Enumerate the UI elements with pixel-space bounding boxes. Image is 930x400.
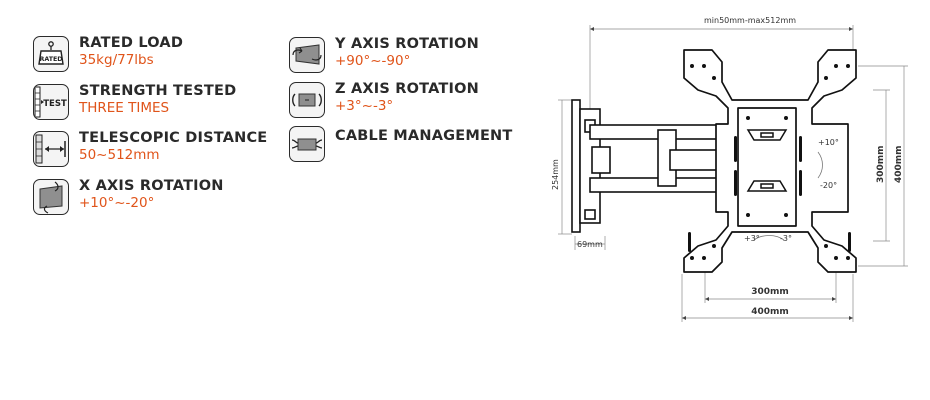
x-rotation-icon bbox=[33, 179, 69, 215]
vesa-plate bbox=[683, 49, 857, 273]
dimension-ticks bbox=[590, 27, 853, 320]
spec-strength-tested: TEST STRENGTH TESTED THREE TIMES bbox=[33, 83, 237, 120]
extension-dimension: min50mm-max512mm bbox=[704, 16, 796, 25]
tilt-brackets bbox=[746, 129, 788, 192]
spec-y-axis-rotation: Y AXIS ROTATION +90°~-90° bbox=[289, 36, 479, 73]
level-plus-label: +3° bbox=[744, 234, 760, 243]
telescopic-icon bbox=[33, 131, 69, 167]
strength-tested-label: STRENGTH TESTED bbox=[79, 83, 237, 99]
y-axis-rotation-value: +90°~-90° bbox=[335, 53, 411, 69]
telescopic-distance-value: 50~512mm bbox=[79, 147, 160, 163]
rated-load-icon: RATED bbox=[33, 36, 69, 72]
rated-load-label: RATED LOAD bbox=[79, 35, 184, 51]
vesa-v-outer-dimension: 400mm bbox=[894, 145, 904, 183]
spec-cable-management: CABLE MANAGEMENT bbox=[289, 126, 512, 162]
vesa-slots bbox=[688, 136, 851, 252]
wall-plate-height-dimension: 254mm bbox=[551, 159, 560, 190]
x-axis-rotation-value: +10°~-20° bbox=[79, 195, 155, 211]
spec-x-axis-rotation: X AXIS ROTATION +10°~-20° bbox=[33, 178, 224, 215]
y-axis-rotation-label: Y AXIS ROTATION bbox=[335, 36, 479, 52]
strength-tested-value: THREE TIMES bbox=[79, 100, 170, 116]
cable-management-icon bbox=[289, 126, 325, 162]
spec-z-axis-rotation: Z AXIS ROTATION +3°~-3° bbox=[289, 81, 479, 118]
z-axis-rotation-value: +3°~-3° bbox=[335, 98, 394, 114]
z-rotation-icon bbox=[289, 82, 325, 118]
vesa-h-outer-dimension: 400mm bbox=[751, 307, 789, 317]
test-icon: TEST bbox=[33, 84, 69, 120]
z-axis-rotation-label: Z AXIS ROTATION bbox=[335, 81, 479, 97]
vesa-v-inner-dimension: 300mm bbox=[876, 145, 886, 183]
vesa-h-inner-dimension: 300mm bbox=[751, 287, 789, 297]
rated-load-value: 35kg/77lbs bbox=[79, 52, 154, 68]
y-rotation-icon bbox=[289, 37, 325, 73]
wall-plate-width-dimension: 69mm bbox=[577, 240, 603, 249]
spec-rated-load: RATED RATED LOAD 35kg/77lbs bbox=[33, 35, 184, 72]
cable-management-label: CABLE MANAGEMENT bbox=[335, 128, 513, 144]
level-minus-label: -3° bbox=[780, 234, 792, 243]
mount-technical-drawing: min50mm-max512mm 254mm 69mm 300mm 400mm … bbox=[551, 16, 908, 322]
rotation-arcs bbox=[753, 151, 823, 241]
tilt-up-label: +10° bbox=[818, 138, 839, 147]
swing-arms bbox=[589, 124, 723, 193]
rated-icon-text: RATED bbox=[39, 56, 62, 63]
tilt-down-label: -20° bbox=[820, 181, 837, 190]
test-icon-text: TEST bbox=[43, 99, 67, 109]
spec-telescopic-distance: TELESCOPIC DISTANCE 50~512mm bbox=[33, 130, 268, 167]
telescopic-distance-label: TELESCOPIC DISTANCE bbox=[79, 130, 268, 146]
vesa-holes bbox=[690, 64, 850, 260]
x-axis-rotation-label: X AXIS ROTATION bbox=[79, 178, 224, 194]
